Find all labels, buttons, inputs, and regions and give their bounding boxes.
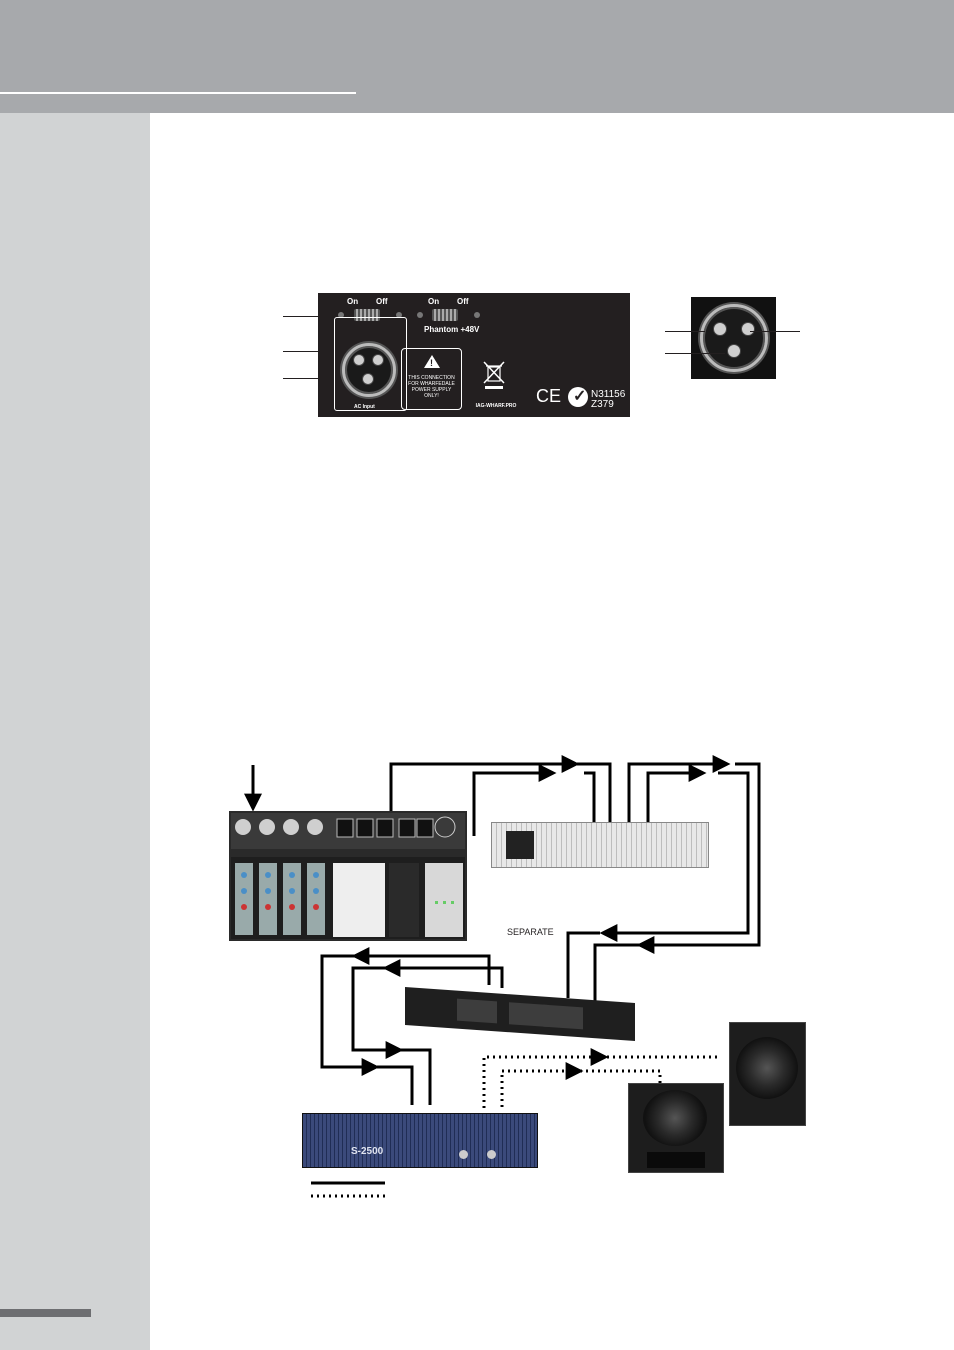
speaker-cabinet-image xyxy=(729,1022,806,1126)
screw-icon xyxy=(396,312,402,318)
subwoofer-image xyxy=(628,1083,724,1173)
switch1-off-label: Off xyxy=(376,297,388,306)
page-marker-bar xyxy=(0,1309,91,1317)
side-strip xyxy=(0,113,150,1350)
pin-icon xyxy=(741,322,755,336)
power-switch xyxy=(354,309,380,321)
warning-triangle-icon xyxy=(424,355,440,368)
eq-display xyxy=(506,831,534,859)
pin-icon xyxy=(362,373,374,385)
xlr-socket-icon xyxy=(342,343,396,397)
phantom-switch xyxy=(432,309,458,321)
weee-bin-icon xyxy=(483,361,505,389)
screw-icon xyxy=(338,312,344,318)
switch1-on-label: On xyxy=(347,297,359,306)
leader-line xyxy=(283,316,343,317)
xlr-ring-icon xyxy=(700,304,768,372)
rear-panel-image: On Off On Off Phantom +48V AC Input ! TH… xyxy=(318,293,630,417)
crossover-panel xyxy=(543,1004,583,1030)
screw-icon xyxy=(417,312,423,318)
leader-line xyxy=(750,331,800,332)
separate-label: SEPARATE xyxy=(507,927,554,937)
leader-line xyxy=(665,331,705,332)
cert-line-1: N31156 xyxy=(591,389,626,400)
exclamation-icon: ! xyxy=(430,358,433,368)
switch2-on-label: On xyxy=(428,297,440,306)
pin-icon xyxy=(713,322,727,336)
pin-icon xyxy=(353,354,365,366)
port-opening xyxy=(647,1152,705,1168)
switch2-off-label: Off xyxy=(457,297,469,306)
header-rule xyxy=(0,92,356,94)
ac-input-frame xyxy=(334,317,407,411)
speaker-cone-icon xyxy=(643,1090,707,1146)
warning-box: ! THIS CONNECTION FOR WHARFEDALE POWER S… xyxy=(401,348,462,410)
amp-model-label: S-2500 xyxy=(351,1146,384,1157)
c-tick-icon: ✓ xyxy=(568,387,588,407)
phantom-label: Phantom +48V xyxy=(424,325,480,334)
brand-text: IAG-WHARF.PRO xyxy=(475,403,517,409)
cert-line-2: Z379 xyxy=(591,399,614,410)
crossover-panel xyxy=(457,998,497,1024)
ce-mark: CE xyxy=(536,386,562,406)
ac-input-label: AC Input xyxy=(354,404,375,410)
knob-icon xyxy=(459,1150,468,1159)
pin-icon xyxy=(372,354,384,366)
mixer-image xyxy=(229,811,467,941)
leader-line xyxy=(283,351,343,352)
header-band xyxy=(0,0,954,113)
knob-icon xyxy=(487,1150,496,1159)
xlr-connector-photo xyxy=(691,297,776,379)
leader-line xyxy=(665,353,725,354)
screw-icon xyxy=(474,312,480,318)
warning-text: THIS CONNECTION FOR WHARFEDALE POWER SUP… xyxy=(408,375,455,399)
graphic-eq-image xyxy=(491,822,709,868)
power-amplifier-image: S-2500 xyxy=(302,1113,538,1168)
speaker-cone-icon xyxy=(736,1037,798,1099)
pin-icon xyxy=(727,344,741,358)
